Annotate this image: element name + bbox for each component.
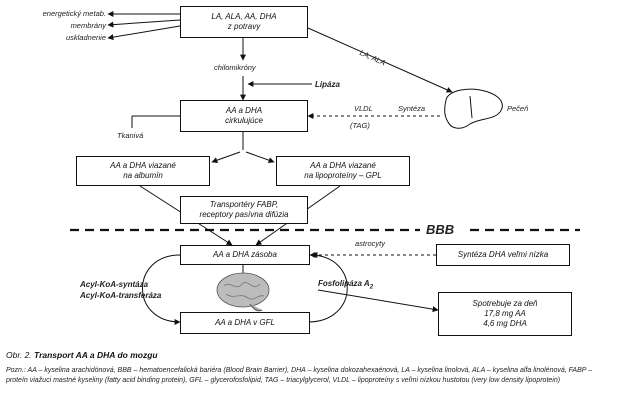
cycle-left (142, 254, 181, 325)
box-consume-line1: Spotrebuje za deň (472, 299, 538, 308)
liver-icon (444, 88, 503, 129)
label-acyl-synthase: Acyl-KoA-syntáza (80, 280, 149, 289)
arrow-to-consume (317, 289, 439, 313)
arrow-to-membrany (107, 19, 181, 28)
label-phospholipase: Fosfolipáza A2 (318, 279, 373, 293)
arrow-to-uskladnenie (107, 25, 181, 41)
label-phospholipase-text: Fosfolipáza A (318, 279, 370, 288)
caption-title: Transport AA a DHA do mozgu (34, 350, 158, 360)
box-diet-line1: LA, ALA, AA, DHA (211, 12, 277, 21)
box-transp-line2: receptory pasívna difúzia (199, 210, 289, 219)
box-diet-line2: z potravy (227, 22, 261, 31)
box-lipoprotein: AA a DHA viazané na lipoproteíny – GPL (276, 156, 410, 186)
box-consume-line3: 4,6 mg DHA (483, 319, 527, 328)
arrow-circ-to-lipo (245, 151, 275, 164)
box-diet-source: LA, ALA, AA, DHA z potravy (180, 6, 308, 38)
box-synth-text: Syntéza DHA veľmi nízka (457, 250, 549, 259)
label-energy-line2: membrány (70, 21, 106, 30)
caption-prefix: Obr. 2. (6, 350, 35, 360)
label-energy: energetický metab. membrány uskladnenie (34, 9, 106, 42)
box-circulating: AA a DHA cirkulujúce (180, 100, 308, 132)
box-albumin-line2: na albumín (123, 171, 163, 180)
box-consumption: Spotrebuje za deň 17,8 mg AA 4,6 mg DHA (438, 292, 572, 336)
label-acyl-transferase: Acyl-KoA-transferáza (80, 291, 162, 300)
box-gfl-text: AA a DHA v GFL (215, 318, 275, 327)
label-vldl: VLDL (354, 104, 373, 113)
box-circ-line2: cirkulujúce (225, 116, 263, 125)
arrow-to-liver (307, 27, 453, 93)
label-tissues: Tkanivá (117, 131, 144, 140)
label-lipaza: Lipáza (315, 80, 340, 89)
box-lipo-line2: na lipoproteíny – GPL (304, 171, 382, 180)
box-albumin-line1: AA a DHA viazané (110, 161, 176, 170)
box-albumin: AA a DHA viazané na albumín (76, 156, 210, 186)
box-pool: AA a DHA zásoba (180, 245, 310, 265)
box-gfl: AA a DHA v GFL (180, 312, 310, 334)
figure-note: Pozn.: AA – kyselina arachidónová, BBB –… (6, 367, 592, 384)
label-tag: (TAG) (350, 121, 370, 130)
label-chylomicrons: chilomikróny (214, 63, 256, 72)
label-liver: Pečeň (507, 104, 529, 113)
figure-caption: Obr. 2. Transport AA a DHA do mozgu (6, 350, 158, 360)
box-consume-line2: 17,8 mg AA (484, 309, 526, 318)
arrow-circ-to-albumin (211, 151, 241, 164)
label-astrocytes: astrocyty (355, 239, 386, 248)
box-synthesis: Syntéza DHA veľmi nízka (436, 244, 570, 266)
cycle-right (307, 252, 348, 323)
box-pool-text: AA a DHA zásoba (213, 250, 277, 259)
label-phospholipase-sub: 2 (369, 284, 374, 291)
box-transp-line1: Transportéry FABP, (209, 200, 279, 209)
label-energy-line3: uskladnenie (65, 33, 106, 42)
box-transporters: Transportéry FABP, receptory pasívna dif… (180, 196, 308, 224)
box-lipo-line1: AA a DHA viazané (310, 161, 376, 170)
label-synteza: Syntéza (398, 104, 426, 113)
label-energy-line1: energetický metab. (42, 9, 106, 18)
label-bbb: BBB (426, 222, 455, 237)
box-circ-line1: AA a DHA (225, 106, 263, 115)
brain-icon (216, 272, 270, 312)
